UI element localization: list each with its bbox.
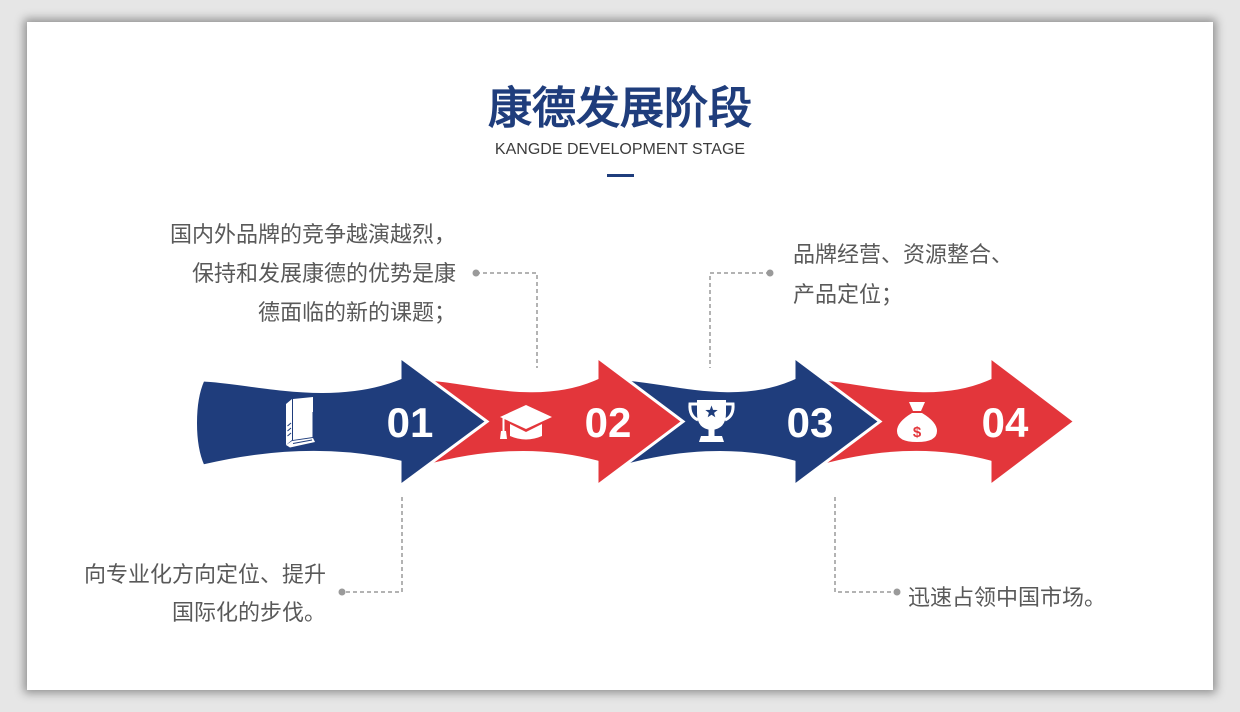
cap-tassel: [500, 431, 507, 439]
stage-arrow-03: [602, 354, 883, 489]
book-line: [287, 427, 292, 432]
book-icon: [286, 397, 315, 448]
stage-03-description: 品牌经营、资源整合、 产品定位；: [793, 236, 1013, 316]
money-bag-tie: [909, 402, 925, 411]
stage-arrow-01: [194, 354, 490, 489]
trophy-handle-right: [724, 402, 735, 422]
connector-02: [472, 269, 538, 368]
connector-line: [342, 497, 403, 593]
description-line: 品牌经营、资源整合、: [793, 243, 1014, 268]
description-line: 产品定位；: [793, 283, 904, 308]
book-line: [287, 422, 292, 427]
stage-number-02: 02: [585, 399, 632, 446]
dollar-sign: $: [913, 424, 922, 441]
page-title: 康德发展阶段: [488, 83, 752, 134]
description-line: 德面临的新的课题；: [257, 301, 456, 326]
stage-number-01: 01: [387, 399, 434, 446]
connector-dot: [338, 588, 346, 596]
money-bag-icon: $: [897, 402, 937, 442]
stage-04-description: 迅速占领中国市场。: [908, 580, 1106, 618]
book-line: [292, 439, 313, 444]
description-line: 国际化的步伐。: [171, 601, 326, 626]
book-cover: [293, 397, 313, 440]
connector-dot: [766, 269, 774, 277]
connector-line: [834, 497, 897, 593]
connector-01: [338, 497, 403, 596]
description-line: 保持和发展康德的优势是康: [191, 262, 456, 287]
stage-arrow-04: [799, 353, 1078, 490]
page-subtitle: KANGDE DEVELOPMENT STAGE: [494, 141, 746, 158]
cap-base: [510, 424, 542, 440]
trophy-stem: [708, 429, 715, 436]
connector-03: [709, 269, 774, 368]
connector-dot: [893, 588, 901, 596]
connector-line: [476, 272, 538, 368]
stage-01-description: 向专业化方向定位、提升 国际化的步伐。: [84, 557, 326, 633]
money-bag-body: [897, 413, 937, 442]
star-icon: [705, 405, 718, 418]
trophy-handle-left: [688, 402, 699, 422]
description-line: 迅速占领中国市场。: [908, 586, 1107, 611]
title-underline: [607, 174, 634, 177]
cap-board: [500, 405, 552, 429]
stage-02-description: 国内外品牌的竞争越演越烈， 保持和发展康德的优势是康 德面临的新的课题；: [170, 216, 456, 333]
connector-line: [709, 272, 770, 368]
trophy-icon: [688, 400, 735, 442]
connector-04: [834, 497, 901, 596]
book-page-lines: [287, 412, 314, 444]
stage-number-04: 04: [982, 399, 1029, 446]
trophy-base: [699, 436, 724, 442]
connector-dot: [472, 269, 480, 277]
stage-arrow-02: [405, 354, 686, 489]
stage-number-03: 03: [787, 399, 834, 446]
trophy-cup: [697, 400, 726, 430]
slide-canvas: [27, 22, 1213, 690]
book-page-block: [286, 399, 292, 445]
description-line: 国内外品牌的竞争越演越烈，: [169, 223, 456, 248]
graduation-cap-icon: [500, 405, 552, 440]
description-line: 向专业化方向定位、提升: [83, 563, 326, 588]
book-line: [287, 432, 292, 437]
